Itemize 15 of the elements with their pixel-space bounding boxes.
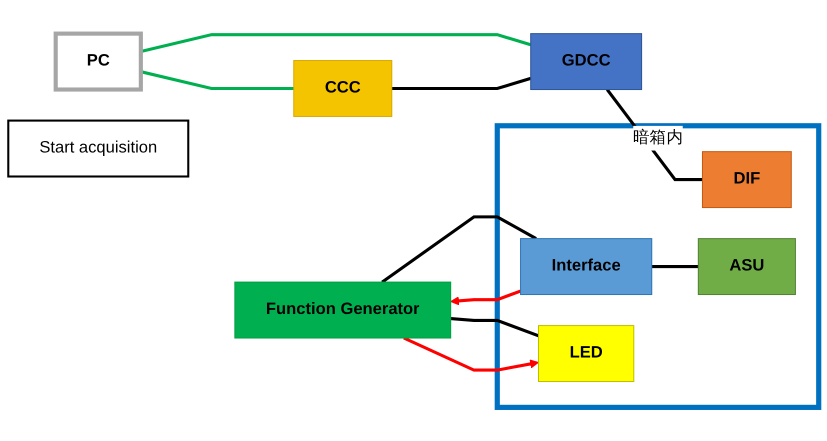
node-box: Start acquisition [7, 120, 190, 178]
arrow [403, 336, 539, 372]
arrow [450, 290, 522, 306]
connector [381, 215, 537, 284]
node-box: CCC [293, 60, 392, 117]
connector [652, 265, 698, 268]
node-box: Interface [520, 238, 652, 296]
connector [392, 76, 532, 90]
node-box: DIF [702, 151, 792, 208]
connector [450, 317, 540, 338]
node-box: GDCC [530, 33, 642, 90]
node-box: Function Generator [234, 282, 452, 339]
node-box: LED [538, 325, 634, 382]
node-box: ASU [698, 238, 796, 296]
node-box: PC [54, 32, 143, 92]
